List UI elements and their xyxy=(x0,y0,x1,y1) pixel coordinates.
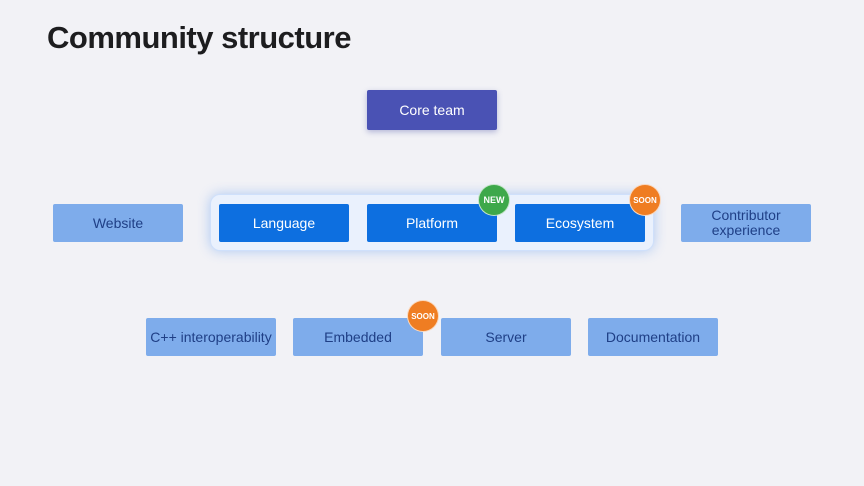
embedded-box: Embedded xyxy=(293,318,423,356)
language-box: Language xyxy=(219,204,349,242)
soon-badge-embedded: SOON xyxy=(407,300,439,332)
new-badge: NEW xyxy=(478,184,510,216)
cpp-interoperability-box: C++ interoperability xyxy=(146,318,276,356)
platform-box: Platform xyxy=(367,204,497,242)
soon-badge-ecosystem: SOON xyxy=(629,184,661,216)
contributor-experience-box: Contributor experience xyxy=(681,204,811,242)
website-box: Website xyxy=(53,204,183,242)
page-title: Community structure xyxy=(47,20,351,55)
documentation-box: Documentation xyxy=(588,318,718,356)
core-team-box: Core team xyxy=(367,90,497,130)
server-box: Server xyxy=(441,318,571,356)
ecosystem-box: Ecosystem xyxy=(515,204,645,242)
